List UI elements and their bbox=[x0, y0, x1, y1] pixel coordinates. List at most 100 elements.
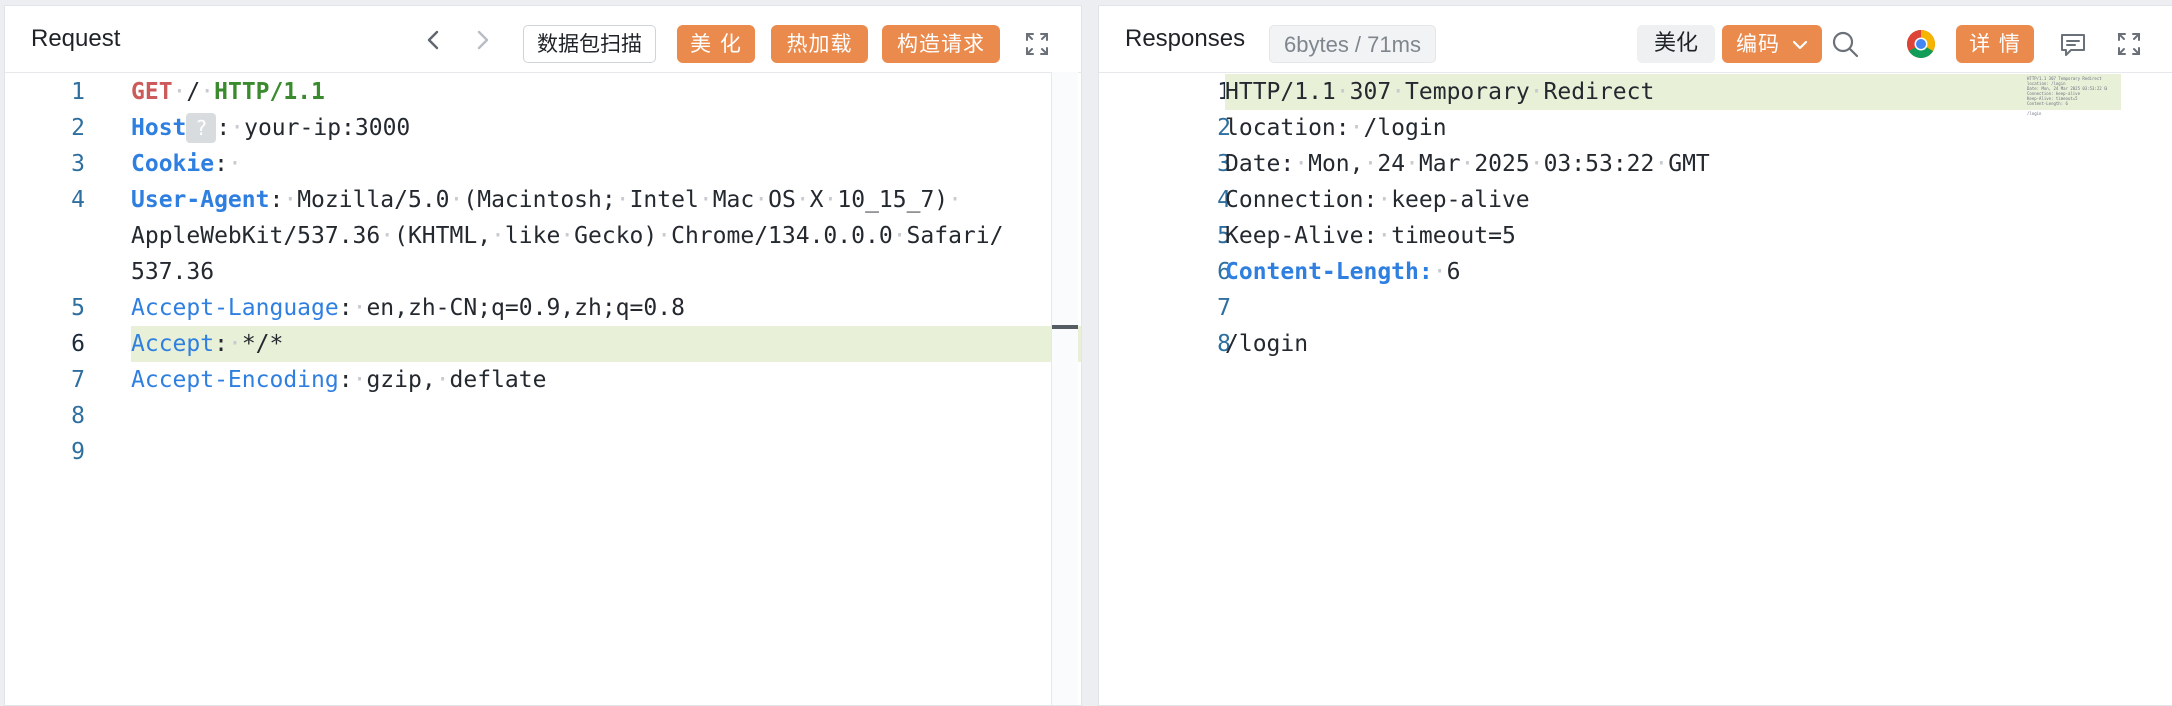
response-editor[interactable]: 1HTTP/1.1·307·Temporary·Redirect 2locatio… bbox=[1099, 72, 2172, 705]
code-token: like bbox=[504, 223, 561, 249]
code-line[interactable] bbox=[1225, 290, 2121, 326]
whitespace-marker: · bbox=[615, 187, 630, 213]
expand-icon[interactable] bbox=[2111, 26, 2147, 62]
code-line[interactable]: Date:·Mon,·24·Mar·2025·03:53:22·GMT bbox=[1225, 146, 2121, 182]
line-number: 6 bbox=[71, 331, 85, 357]
line-number: 3 bbox=[71, 151, 85, 177]
response-title: Responses bbox=[1125, 25, 1246, 52]
code-token: Mozilla/5.0 bbox=[297, 187, 450, 213]
code-line[interactable] bbox=[131, 434, 1081, 470]
whitespace-marker: · bbox=[1391, 79, 1406, 105]
code-token: HTTP/1.1 bbox=[1225, 79, 1336, 105]
code-line[interactable]: Content-Length:·6 bbox=[1225, 254, 2121, 290]
code-token: GMT bbox=[1668, 151, 1710, 177]
code-line[interactable]: 537.36 bbox=[131, 254, 1081, 290]
whitespace-marker: · bbox=[1294, 151, 1309, 177]
code-line[interactable]: Keep-Alive:·timeout=5 bbox=[1225, 218, 2121, 254]
code-line[interactable]: Host?:·your-ip:3000 bbox=[131, 110, 1081, 146]
encoding-dropdown[interactable]: 编码 bbox=[1722, 25, 1822, 63]
code-line[interactable]: Connection:·keep-alive bbox=[1225, 182, 2121, 218]
request-toolbar: Request 数据包扫描 美 化 热加载 构造请求 bbox=[5, 6, 1081, 73]
code-line[interactable]: AppleWebKit/537.36·(KHTML,·like·Gecko)·C… bbox=[131, 218, 1081, 254]
code-line[interactable]: HTTP/1.1·307·Temporary·Redirect bbox=[1225, 74, 2121, 110]
whitespace-marker: · bbox=[491, 223, 505, 249]
encoding-label: 编码 bbox=[1736, 32, 1780, 56]
code-token: Date: bbox=[1225, 151, 1295, 177]
code-token: your-ip:3000 bbox=[244, 115, 411, 141]
code-line[interactable] bbox=[131, 398, 1081, 434]
code-token: deflate bbox=[449, 367, 547, 393]
request-title: Request bbox=[31, 25, 121, 52]
whitespace-marker: · bbox=[1529, 79, 1544, 105]
code-line[interactable]: Accept:·*/* bbox=[131, 326, 1081, 362]
code-token: Connection: bbox=[1225, 187, 1378, 213]
code-token: en,zh-CN;q=0.9,zh;q=0.8 bbox=[366, 295, 685, 321]
whitespace-marker: · bbox=[283, 187, 298, 213]
code-token: Safari/ bbox=[906, 223, 1004, 249]
whitespace-marker: · bbox=[227, 151, 242, 177]
whitespace-marker: · bbox=[823, 187, 838, 213]
code-line[interactable]: /login bbox=[1225, 326, 2121, 362]
code-token: : bbox=[214, 151, 228, 177]
line-number: 9 bbox=[71, 439, 85, 465]
code-token: : bbox=[338, 295, 353, 321]
whitespace-marker: · bbox=[948, 187, 963, 213]
forward-arrow-icon[interactable] bbox=[469, 26, 495, 54]
code-line[interactable]: GET·/·HTTP/1.1 bbox=[131, 74, 1081, 110]
code-token: Keep-Alive: bbox=[1225, 223, 1378, 249]
code-line[interactable]: Accept-Encoding:·gzip,·deflate bbox=[131, 362, 1081, 398]
code-token: */* bbox=[241, 331, 284, 357]
code-line[interactable]: Cookie:· bbox=[131, 146, 1081, 182]
code-token: : bbox=[269, 187, 284, 213]
whitespace-marker: · bbox=[1349, 115, 1364, 141]
request-scrollbar[interactable] bbox=[1051, 72, 1078, 705]
whitespace-marker: · bbox=[227, 331, 242, 357]
code-line[interactable]: Accept-Language:·en,zh-CN;q=0.9,zh;q=0.8 bbox=[131, 290, 1081, 326]
code-line[interactable]: User-Agent:·Mozilla/5.0·(Macintosh;·Inte… bbox=[131, 182, 1081, 218]
whitespace-marker: · bbox=[1335, 79, 1350, 105]
line-number: 2 bbox=[1217, 115, 1231, 141]
whitespace-marker: · bbox=[754, 187, 769, 213]
chrome-icon[interactable] bbox=[1903, 26, 1939, 62]
code-token: Host bbox=[131, 115, 187, 141]
whitespace-marker: · bbox=[449, 187, 464, 213]
whitespace-marker: · bbox=[435, 367, 450, 393]
code-token: 6 bbox=[1446, 259, 1461, 285]
back-arrow-icon[interactable] bbox=[421, 26, 447, 54]
construct-request-button[interactable]: 构造请求 bbox=[882, 25, 1000, 63]
response-beautify-button[interactable]: 美化 bbox=[1637, 25, 1715, 63]
line-number: 8 bbox=[1217, 331, 1231, 357]
code-line[interactable]: location:·/login bbox=[1225, 110, 2121, 146]
comment-icon[interactable] bbox=[2055, 26, 2091, 62]
code-token: Gecko) bbox=[574, 223, 658, 249]
request-beautify-button[interactable]: 美 化 bbox=[677, 25, 755, 63]
packet-scan-button[interactable]: 数据包扫描 bbox=[523, 25, 656, 63]
expand-icon[interactable] bbox=[1019, 26, 1055, 62]
line-number: 5 bbox=[71, 295, 85, 321]
code-token: Accept bbox=[131, 331, 215, 357]
whitespace-marker: · bbox=[1377, 187, 1392, 213]
code-token: Accept-Encoding bbox=[131, 367, 339, 393]
response-stats-badge: 6bytes / 71ms bbox=[1269, 25, 1436, 63]
response-minimap[interactable]: HTTP/1.1 307 Temporary Redirect location… bbox=[2027, 76, 2107, 116]
detail-button[interactable]: 详 情 bbox=[1956, 25, 2034, 63]
code-token: gzip, bbox=[366, 367, 436, 393]
search-icon[interactable] bbox=[1827, 26, 1863, 62]
code-token: Chrome/134.0.0.0 bbox=[671, 223, 893, 249]
whitespace-marker: · bbox=[1432, 259, 1447, 285]
hot-reload-button[interactable]: 热加载 bbox=[771, 25, 868, 63]
code-token: 2025 bbox=[1474, 151, 1530, 177]
line-number: 1 bbox=[1171, 74, 1231, 110]
code-token: User-Agent bbox=[131, 187, 270, 213]
code-token: OS bbox=[768, 187, 796, 213]
code-token: (Macintosh; bbox=[463, 187, 616, 213]
code-token: (KHTML, bbox=[394, 223, 492, 249]
response-toolbar: Responses 6bytes / 71ms 美化 编码 bbox=[1099, 6, 2172, 73]
code-token: Temporary bbox=[1405, 79, 1530, 105]
line-number: 2 bbox=[71, 115, 85, 141]
line-number: 4 bbox=[1217, 187, 1231, 213]
code-token: location: bbox=[1225, 115, 1350, 141]
code-token: 03:53:22 bbox=[1543, 151, 1655, 177]
